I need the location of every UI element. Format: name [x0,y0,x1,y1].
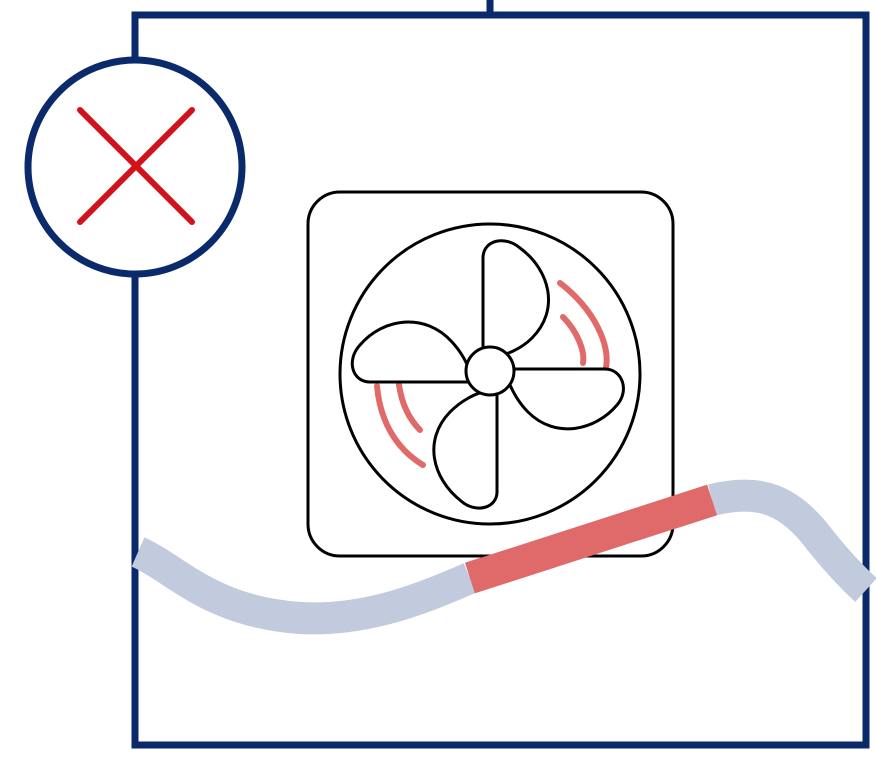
status-badge [24,56,246,278]
fan-hub [464,345,516,397]
cross-icon [77,107,195,225]
cable-right-segment [708,479,876,602]
cable-left-segment [131,537,477,635]
blade-top [481,239,550,358]
fan-ring [338,222,642,526]
motion-line-lower-outer [374,383,426,468]
motion-line-lower-inner [396,382,423,433]
cable-overlap [465,484,717,594]
motion-line-upper-inner [560,314,587,366]
frame-border [131,11,870,749]
fan-unit [306,190,717,594]
blade-bottom [432,390,499,510]
frame [131,0,870,749]
fan-blades [350,239,625,510]
blade-left [350,320,472,384]
cross-stroke-2 [77,107,195,225]
motion-lines [374,280,610,468]
blade-right [504,367,625,431]
motion-line-upper-outer [557,280,610,371]
